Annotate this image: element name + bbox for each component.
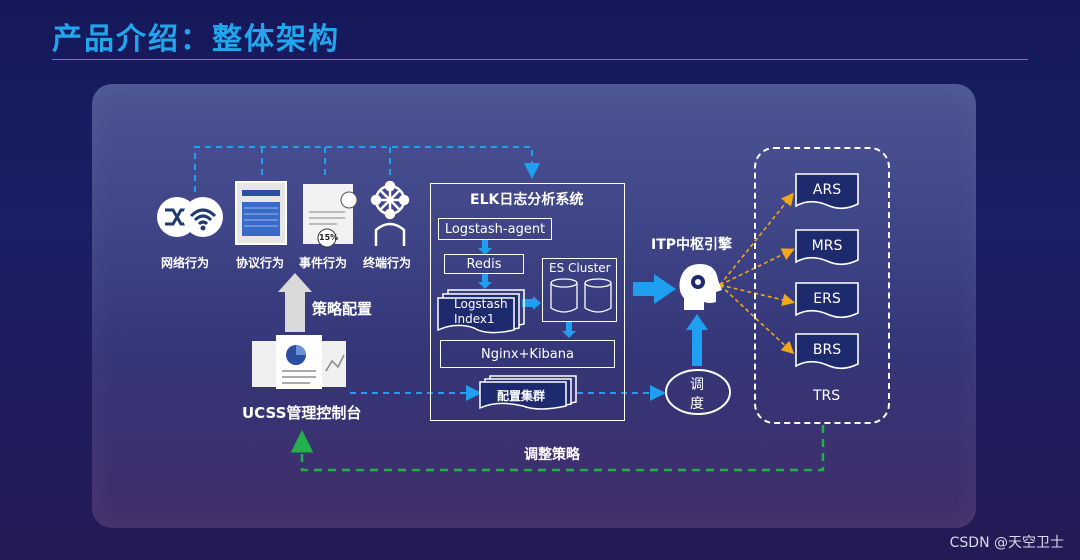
trs-group	[754, 147, 890, 424]
terminal-person-icon	[370, 180, 410, 246]
page-title: 产品介绍：整体架构	[52, 22, 340, 57]
engine-label: MRS	[811, 238, 843, 254]
config-cluster-stack-icon	[479, 375, 577, 410]
es-cluster-label: ES Cluster	[549, 261, 611, 275]
engine-document-shape	[795, 229, 859, 266]
engine-document-shape	[795, 173, 859, 210]
event-badge: 15%	[319, 233, 339, 242]
engine-label: ERS	[813, 291, 841, 307]
elk-internal-arrows	[478, 239, 576, 338]
es-database-icon	[550, 278, 612, 313]
watermark: CSDN @天空卫士	[949, 535, 1064, 551]
protocol-document-icon	[235, 181, 287, 245]
redis-label: Redis	[466, 256, 502, 272]
adjust-policy-label: 调整策略	[524, 447, 580, 463]
behavior-feed-dashes	[194, 146, 540, 192]
trs-label: TRS	[813, 388, 841, 404]
logstash-index-line1: Logstash	[454, 297, 508, 311]
console-label: UCSS管理控制台	[242, 404, 362, 422]
config-cluster-label: 配置集群	[497, 389, 546, 403]
schedule-label-1: 调	[690, 377, 704, 393]
logstash-index-stack-icon	[437, 289, 525, 334]
engine-document-shape	[795, 333, 859, 370]
elk-to-itp-arrow	[633, 274, 676, 304]
event-report-icon	[303, 184, 358, 248]
schedule-label-2: 度	[690, 396, 704, 412]
engine-label: BRS	[812, 342, 842, 358]
behavior-label-terminal: 终端行为	[363, 256, 412, 270]
engine-ers-box: ERS	[794, 281, 860, 321]
network-behavior-icon	[157, 197, 223, 237]
logstash-agent-box: Logstash-agent	[438, 218, 552, 240]
schedule-node	[665, 369, 731, 415]
logstash-agent-label: Logstash-agent	[444, 221, 546, 237]
nginx-kibana-box: Nginx+Kibana	[440, 340, 615, 368]
engine-label: ARS	[812, 182, 842, 198]
engine-mrs-box: MRS	[794, 228, 860, 268]
logstash-index-line2: Index1	[454, 312, 495, 326]
redis-box: Redis	[444, 254, 524, 274]
policy-config-label: 策略配置	[312, 300, 373, 318]
policy-up-arrow	[278, 273, 312, 332]
elk-system-box	[430, 183, 625, 421]
itp-fanout-arrows	[719, 192, 796, 355]
engine-document-shape	[795, 282, 859, 319]
itp-label: ITP中枢引擎	[651, 237, 733, 253]
behavior-label-protocol: 协议行为	[236, 256, 285, 270]
es-cluster-box	[542, 258, 617, 322]
schedule-to-itp-arrow	[686, 314, 708, 366]
behavior-label-event: 事件行为	[299, 256, 348, 270]
adjust-policy-loop	[290, 425, 825, 472]
console-dashboard-icon	[252, 335, 346, 389]
behavior-label-network: 网络行为	[161, 256, 210, 270]
title-divider	[52, 59, 1028, 60]
itp-brain-head-icon	[679, 264, 722, 310]
nginx-kibana-label: Nginx+Kibana	[481, 346, 574, 362]
elk-title: ELK日志分析系统	[470, 192, 584, 208]
engine-brs-box: BRS	[794, 332, 860, 372]
engine-ars-box: ARS	[794, 172, 860, 212]
